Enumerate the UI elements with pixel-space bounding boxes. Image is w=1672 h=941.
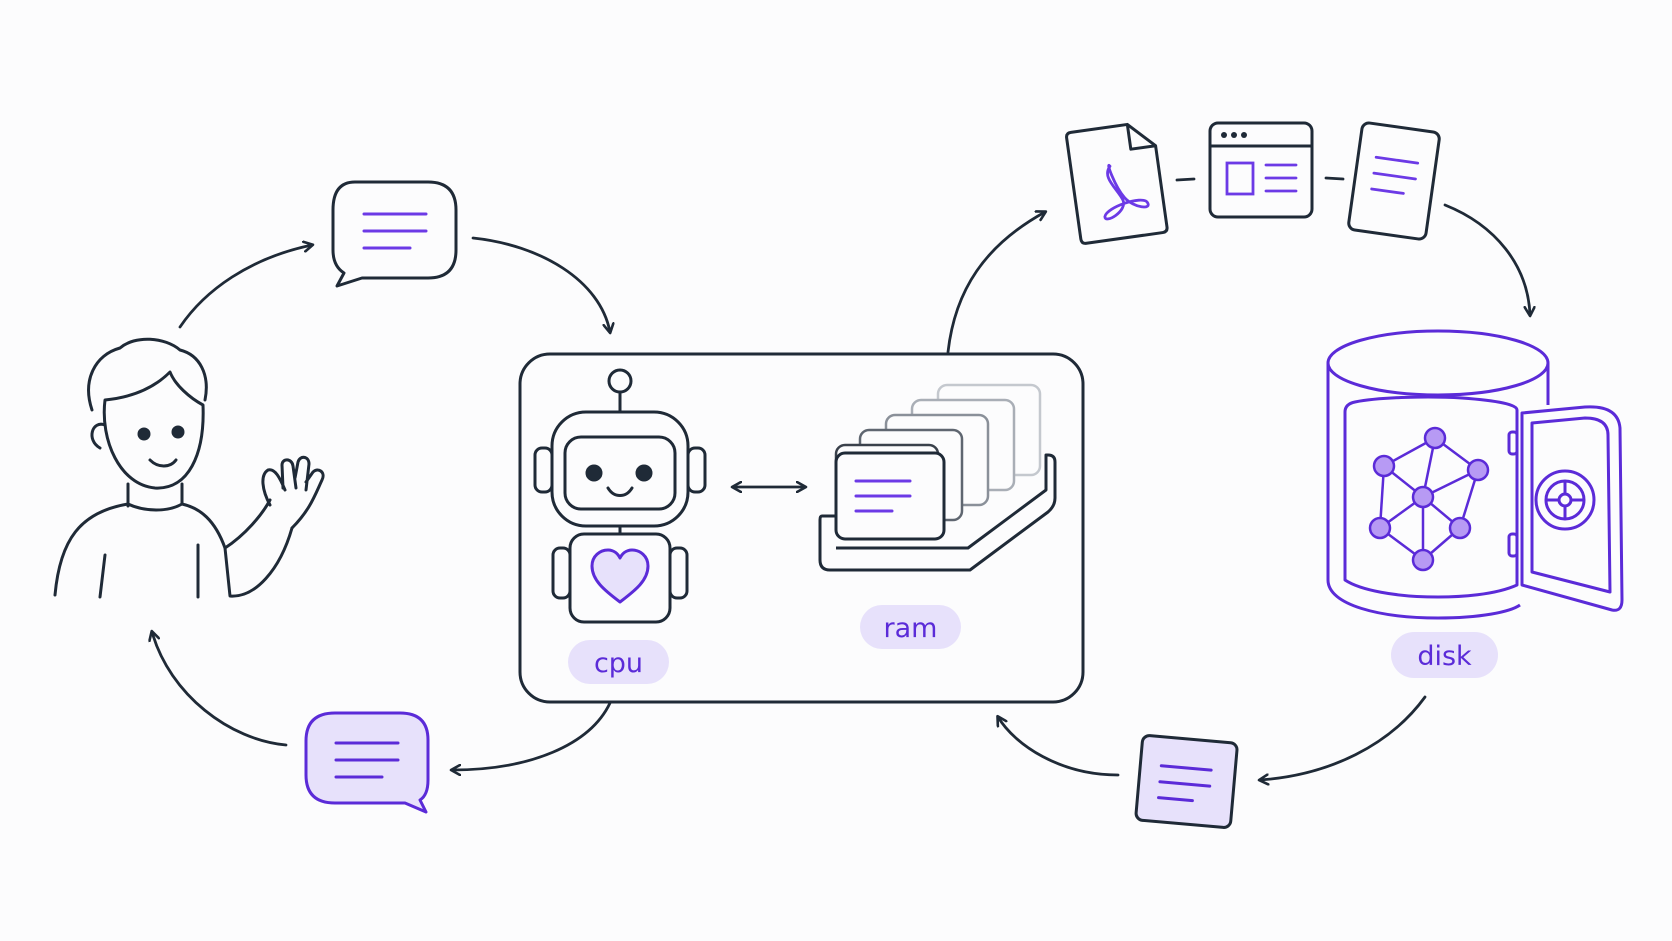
- knowledge-graph-icon: [1368, 426, 1490, 572]
- robot-icon: [533, 368, 707, 624]
- memory-tray-icon: [818, 383, 1057, 572]
- processing-box: [518, 352, 1085, 704]
- heart-icon: [590, 548, 650, 604]
- text-document-icon: [1134, 734, 1239, 829]
- left-cycle-arrows: [152, 236, 610, 770]
- browser-window-icon: [1208, 121, 1314, 219]
- right-cycle-arrows: [946, 176, 1530, 780]
- person-icon: [53, 337, 325, 599]
- svg-text:disk: disk: [1417, 641, 1472, 672]
- database-vault-icon: [1326, 329, 1624, 620]
- disk-label: disk: [1391, 632, 1498, 678]
- chat-bubble-icon: [304, 711, 430, 814]
- chat-bubble-icon: [331, 180, 458, 288]
- svg-text:cpu: cpu: [594, 648, 643, 679]
- cpu-label: cpu: [568, 640, 669, 684]
- ram-label: ram: [860, 605, 961, 649]
- vault-dial-icon: [1534, 469, 1596, 531]
- pdf-document-icon: [1065, 122, 1169, 245]
- svg-text:ram: ram: [884, 613, 938, 644]
- text-document-icon: [1347, 121, 1441, 241]
